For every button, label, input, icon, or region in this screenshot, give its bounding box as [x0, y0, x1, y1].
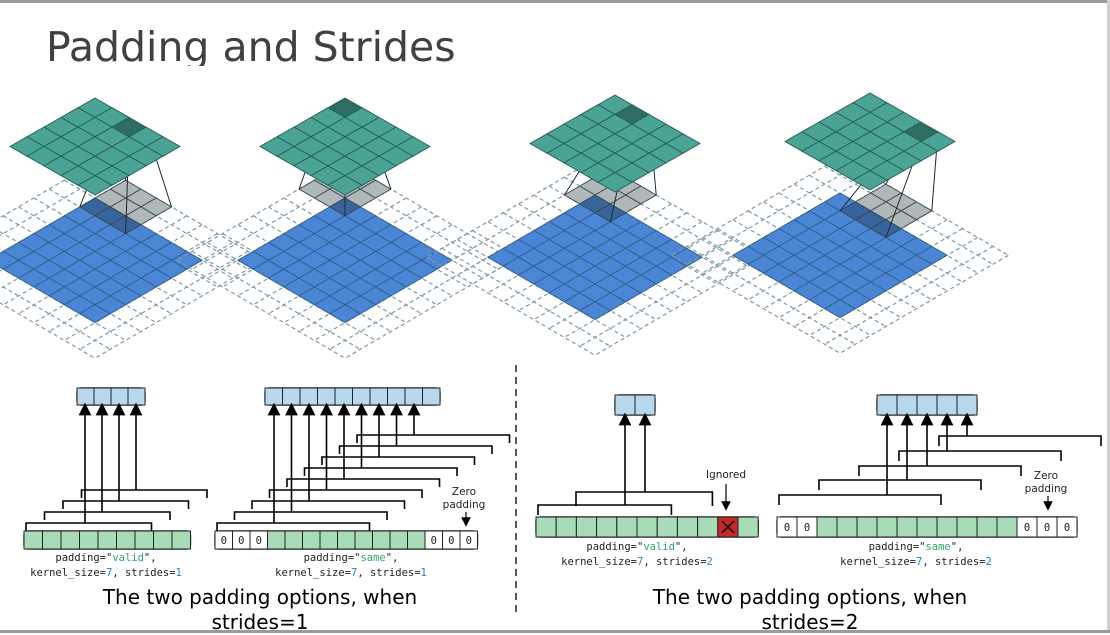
conv-illustration-1 [0, 97, 264, 359]
receptive-field-bracket [321, 456, 476, 465]
output-row [76, 387, 146, 406]
frame-right-border [1107, 0, 1110, 633]
input-row [776, 516, 1078, 538]
receptive-field-bracket [778, 494, 942, 505]
panel-caption: padding="same", kernel_size=7, strides=1 [275, 552, 427, 579]
svg-text:Ignored: Ignored [706, 469, 746, 481]
svg-text:kernel_size=7, strides=2: kernel_size=7, strides=2 [561, 556, 713, 568]
zero-pad-value: 0 [448, 535, 454, 547]
padding-1d-diagrams: padding="valid", kernel_size=7, strides=1… [23, 387, 1102, 579]
receptive-field-bracket [251, 500, 406, 509]
panel-caption: padding="valid", kernel_size=7, strides=1 [30, 552, 182, 579]
zero-pad-value: 0 [466, 535, 472, 547]
receptive-field-bracket [818, 479, 982, 490]
receptive-field-bracket [303, 467, 458, 476]
svg-text:padding="valid",: padding="valid", [586, 541, 687, 553]
frame-top-border [0, 0, 1110, 3]
caption-strides-1-line1: The two padding options, when [102, 585, 418, 609]
zero-pad-value: 0 [1064, 522, 1070, 534]
panel-valid-stride2: Ignored padding="valid", kernel_size=7, st… [535, 394, 759, 568]
output-row [876, 394, 978, 416]
input-row [23, 530, 192, 550]
zero-pad-value: 0 [1024, 522, 1030, 534]
ignored-label: Ignored [706, 469, 746, 511]
conv-3d-illustrations [0, 92, 1009, 359]
svg-text:padding="valid",: padding="valid", [55, 552, 156, 564]
frame-bottom-border [0, 630, 1110, 633]
zero-pad-value: 0 [804, 522, 810, 534]
caption-strides-1: The two padding options, when strides=1 [70, 585, 450, 635]
receptive-field-bracket [575, 491, 714, 506]
receptive-field-bracket [80, 489, 208, 498]
svg-text:Zero: Zero [1034, 470, 1058, 482]
panel-caption: padding="same", kernel_size=7, strides=2 [840, 541, 992, 568]
svg-text:padding: padding [443, 499, 486, 511]
svg-text:padding="same",: padding="same", [304, 552, 399, 564]
receptive-field-bracket [356, 434, 511, 443]
zero-pad-value: 0 [784, 522, 790, 534]
panel-valid-stride1: padding="valid", kernel_size=7, strides=1 [23, 387, 208, 579]
svg-text:kernel_size=7, strides=1: kernel_size=7, strides=1 [275, 567, 427, 579]
receptive-field-bracket [216, 522, 371, 531]
receptive-field-bracket [268, 489, 423, 498]
svg-text:kernel_size=7, strides=2: kernel_size=7, strides=2 [840, 556, 992, 568]
zero-pad-value: 0 [238, 535, 244, 547]
ignored-cross [721, 520, 735, 534]
receptive-field-bracket [338, 445, 493, 454]
panel-caption: padding="valid", kernel_size=7, strides=2 [561, 541, 713, 568]
caption-strides-2: The two padding options, when strides=2 [620, 585, 1000, 635]
svg-text:kernel_size=7, strides=1: kernel_size=7, strides=1 [30, 567, 182, 579]
receptive-field-bracket [938, 435, 1102, 446]
svg-text:Zero: Zero [452, 486, 476, 498]
svg-text:padding="same",: padding="same", [869, 541, 964, 553]
zero-pad-value: 0 [1044, 522, 1050, 534]
input-row [535, 516, 759, 538]
zero-pad-value: 0 [431, 535, 437, 547]
receptive-field-bracket [43, 511, 171, 520]
receptive-field-bracket [898, 450, 1062, 461]
caption-strides-2-line1: The two padding options, when [652, 585, 968, 609]
input-row [214, 530, 479, 550]
receptive-field-bracket [62, 500, 190, 509]
output-row [614, 394, 656, 416]
zero-pad-value: 0 [256, 535, 262, 547]
receptive-field-bracket [537, 504, 673, 515]
receptive-field-bracket [286, 478, 441, 487]
conv-illustration-2 [176, 97, 514, 359]
receptive-field-bracket [25, 522, 153, 531]
output-row [264, 387, 441, 406]
svg-text:padding: padding [1025, 483, 1068, 495]
receptive-field-bracket [858, 465, 1022, 476]
slide-title: Padding and Strides [46, 23, 456, 66]
conv-illustration-3 [426, 94, 764, 356]
receptive-field-bracket [233, 511, 388, 520]
zero-pad-value: 0 [221, 535, 227, 547]
conv-illustration-4 [671, 92, 1009, 354]
